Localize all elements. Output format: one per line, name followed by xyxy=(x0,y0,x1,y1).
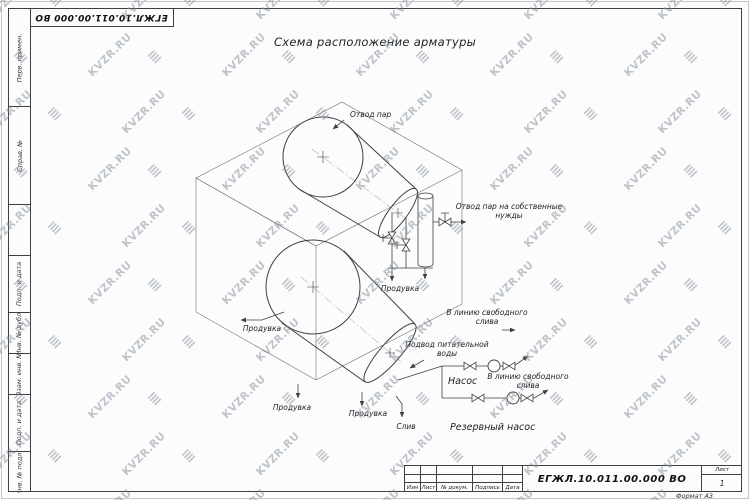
stamp-cell xyxy=(9,205,30,256)
stamp-cell: Инв. № дубл. xyxy=(9,313,30,354)
valve-icon xyxy=(463,361,477,371)
stamp-cell: Подп. и дата xyxy=(9,256,30,313)
lower-tank xyxy=(265,239,417,383)
label-free-drain-line1: В линию свободного xyxy=(446,308,528,317)
label-feed-water-line1: Подвод питательной xyxy=(405,340,488,349)
label-steam-out: Отвод пар xyxy=(350,110,391,119)
stamp-cell: Справ. № xyxy=(9,107,30,205)
titleblock-cell xyxy=(437,474,473,484)
label-free-drain-line2: слива xyxy=(476,317,499,326)
label-drain: Слив xyxy=(396,422,415,431)
valve-icon xyxy=(471,393,485,403)
deaerator-column xyxy=(417,192,434,268)
titleblock-col-docnum: № докум. xyxy=(437,483,473,492)
titleblock-cell xyxy=(503,474,523,484)
labels: Отвод пар Отвод пар на собственные нужды… xyxy=(243,110,569,433)
titleblock-cell xyxy=(405,474,421,484)
label-steam-own-line2: нужды xyxy=(495,211,522,220)
stamp-cell: Подп. и дата xyxy=(9,395,30,452)
titleblock-col-list: Лист xyxy=(421,483,437,492)
titleblock-col-sign: Подпись xyxy=(473,483,503,492)
titleblock-cell xyxy=(473,474,503,484)
titleblock-col-izm: Изм xyxy=(405,483,421,492)
titleblock-cell xyxy=(503,466,523,475)
stamp-cell: Перв. примен. xyxy=(9,9,30,107)
titleblock-cell xyxy=(437,466,473,475)
centerlines xyxy=(300,148,410,363)
label-reserve-pump: Резервный насос xyxy=(450,422,536,433)
label-steam-own-line1: Отвод пар на собственные xyxy=(456,202,563,211)
pump-symbol xyxy=(487,359,501,373)
titleblock-revision-table: Изм Лист № докум. Подпись Дата xyxy=(405,466,523,492)
titleblock-col-date: Дата xyxy=(503,483,523,492)
support-frame xyxy=(195,101,463,381)
label-pump: Насос xyxy=(448,376,478,387)
titleblock: Изм Лист № докум. Подпись Дата ЕГЖЛ.10.0… xyxy=(404,465,742,492)
titleblock-sheet-label: Лист xyxy=(702,466,742,475)
titleblock-sheet-box: Лист 1 xyxy=(702,466,742,492)
page-title: Схема расположение арматуры xyxy=(273,35,477,49)
label-blowdown: Продувка xyxy=(243,324,282,333)
label-free-drain-line1: В линию свободного xyxy=(487,372,569,381)
titleblock-sheet-value: 1 xyxy=(719,479,725,488)
sheet-frame xyxy=(30,8,742,492)
titleblock-doc-number: ЕГЖЛ.10.011.00.000 ВО xyxy=(523,466,703,492)
label-blowdown: Продувка xyxy=(273,403,312,412)
label-blowdown: Продувка xyxy=(349,409,388,418)
titleblock-cell xyxy=(473,466,503,475)
reserve-pump-symbol xyxy=(506,391,520,405)
format-label: Формат А3 xyxy=(676,492,714,500)
stamp-cell: Взам. инв. № xyxy=(9,354,30,395)
label-feed-water-line2: воды xyxy=(437,349,457,358)
titleblock-cell xyxy=(405,466,421,475)
valve-icon xyxy=(502,361,516,371)
label-blowdown: Продувка xyxy=(381,284,420,293)
upper-tank xyxy=(282,116,418,239)
doc-number-box: ЕГЖЛ.10.011.00.000 ВО xyxy=(30,8,174,27)
label-free-drain-line2: слива xyxy=(517,381,540,390)
left-stamp-column: Перв. примен. Справ. № Подп. и дата Инв.… xyxy=(8,8,30,493)
pumps xyxy=(487,359,520,405)
titleblock-cell xyxy=(421,474,437,484)
titleblock-cell xyxy=(421,466,437,475)
valve-icon xyxy=(520,393,534,403)
